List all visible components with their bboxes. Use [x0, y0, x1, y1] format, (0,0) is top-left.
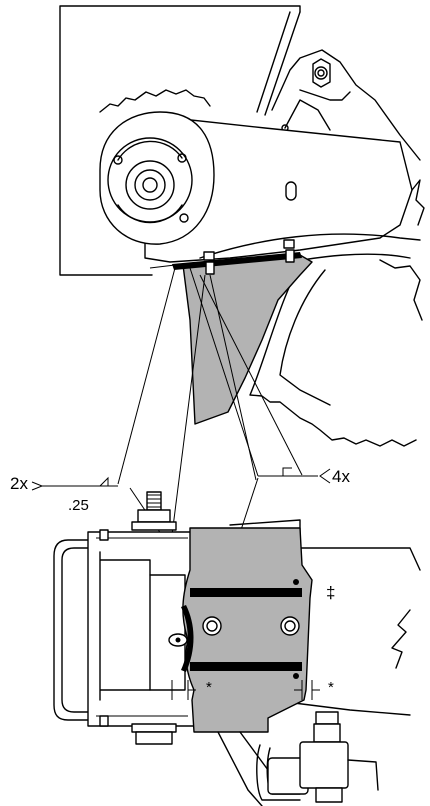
hub-arc-slot-upper — [117, 140, 183, 161]
bolt-hole-right — [280, 616, 300, 636]
hub-bolt-2 — [177, 153, 187, 163]
weld-arc — [181, 605, 194, 672]
hub-bolt-3 — [179, 213, 189, 223]
bottom-view: * * ‡ — [53, 491, 421, 806]
housing-break-line — [99, 89, 211, 113]
plate-slot — [285, 181, 297, 201]
plate-edge — [149, 261, 201, 269]
lower-block — [299, 741, 349, 789]
hub-housing — [99, 111, 215, 245]
hub-shaft-inner — [142, 177, 158, 193]
weld-callout-left: 2x .25 — [10, 474, 118, 514]
hub-bolt-1 — [113, 155, 123, 165]
callout-weld-size: .25 — [68, 497, 89, 514]
asterisk-left: * — [206, 679, 212, 696]
callout-2x: 2x — [10, 474, 28, 493]
dimension-left: * — [164, 679, 212, 700]
mechanism-inner-frame — [99, 551, 151, 701]
hub-center-ring — [125, 160, 175, 210]
upper-bracket — [271, 49, 421, 161]
weld-callout-right: 4x — [258, 467, 350, 486]
weld-bar-upper — [190, 588, 302, 597]
lower-bracket — [256, 711, 379, 803]
plate-break — [411, 179, 425, 226]
callout-4x: 4x — [332, 467, 350, 486]
mechanism-body — [87, 531, 199, 727]
reference-dot-bottom — [293, 673, 299, 679]
lower-support — [249, 264, 417, 447]
inset-frame — [59, 5, 301, 276]
lower-shaft — [217, 731, 269, 806]
asterisk-right: * — [328, 679, 334, 696]
right-housing — [379, 259, 423, 321]
u-frame-outer — [53, 539, 191, 721]
bolt-hole-left — [202, 616, 222, 636]
top-bolt-right — [283, 239, 295, 263]
top-bolt-left — [203, 251, 215, 275]
corner-bolt-tl — [99, 529, 109, 541]
arm-curve-upper — [199, 233, 421, 259]
weld-bar-lower — [190, 662, 302, 671]
bottom-nut — [131, 723, 177, 745]
threaded-stud — [131, 491, 177, 531]
top-view — [59, 5, 425, 447]
bracket-detail — [284, 89, 351, 131]
dimension-right: * — [294, 679, 334, 700]
dagger-mark: ‡ — [326, 583, 335, 602]
lower-support-inner — [279, 269, 331, 406]
hub-shaft — [134, 169, 166, 201]
weld-bar-top — [172, 252, 302, 270]
right-frame-bar — [264, 547, 421, 571]
u-frame-inner — [61, 547, 191, 713]
hex-nut — [312, 58, 331, 88]
corner-bolt-bl — [99, 715, 109, 727]
boom-edge — [256, 11, 301, 116]
right-break-line — [391, 609, 411, 669]
reference-dot-top — [293, 579, 299, 585]
hub-arc-slot-lower — [117, 204, 183, 224]
lower-nut-top — [315, 711, 339, 725]
